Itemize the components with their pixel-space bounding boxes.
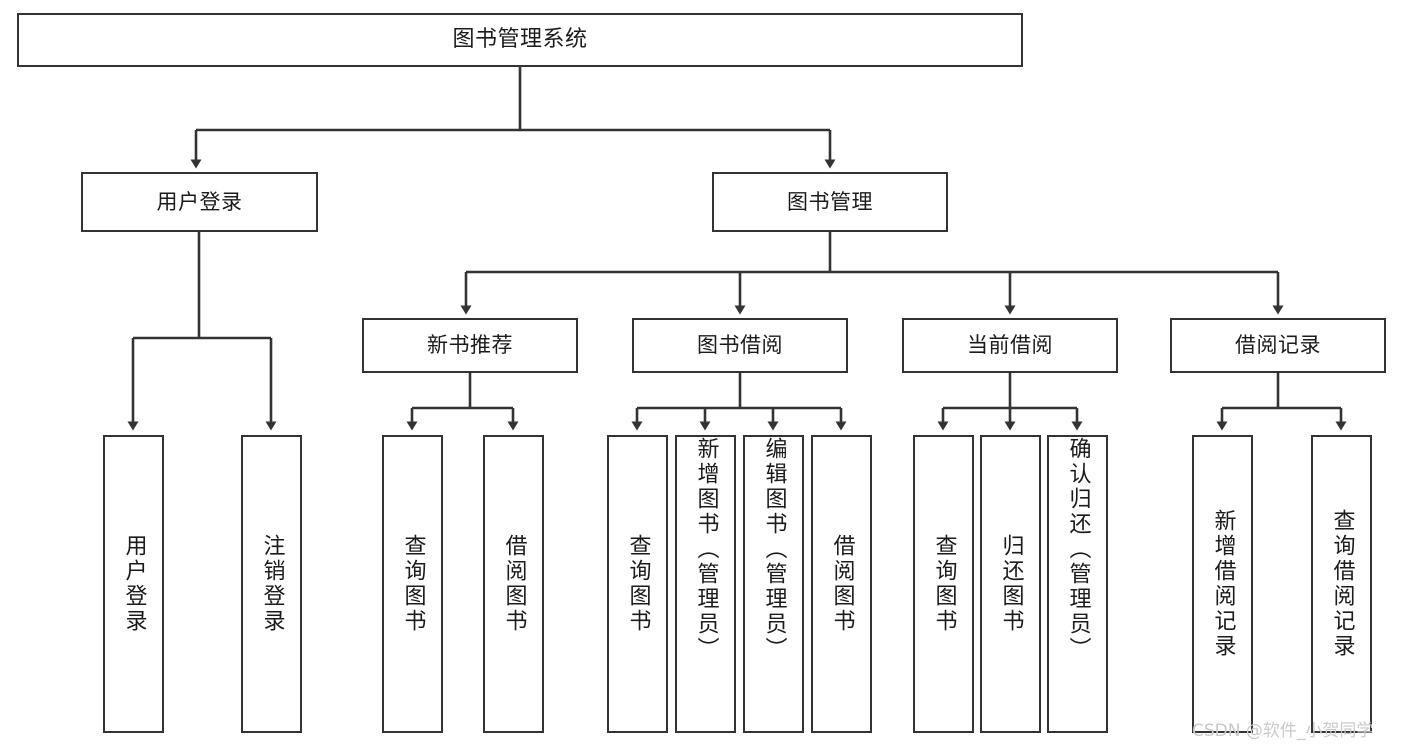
- node-label: 借阅图书: [501, 534, 527, 634]
- leaf-query-book-recommend[interactable]: 查询图书: [382, 435, 443, 733]
- leaf-borrow-book[interactable]: 借阅图书: [811, 435, 872, 733]
- leaf-user-logout[interactable]: 注销登录: [241, 435, 302, 733]
- leaf-edit-book-admin[interactable]: 编辑图书（管理员）: [743, 435, 804, 733]
- node-book-management[interactable]: 图书管理: [712, 172, 948, 232]
- leaf-user-login[interactable]: 用户登录: [103, 435, 164, 733]
- watermark: CSDN @软件_小贺同学: [1192, 721, 1374, 741]
- node-label: 查询借阅记录: [1329, 509, 1355, 659]
- leaf-query-borrow-record[interactable]: 查询借阅记录: [1311, 435, 1372, 733]
- node-current-borrow[interactable]: 当前借阅: [902, 318, 1118, 373]
- node-root-book-management-system[interactable]: 图书管理系统: [17, 13, 1023, 67]
- leaf-borrow-book-recommend[interactable]: 借阅图书: [483, 435, 544, 733]
- node-label: 图书借阅: [697, 333, 783, 358]
- leaf-return-book[interactable]: 归还图书: [980, 435, 1041, 733]
- node-user-login[interactable]: 用户登录: [81, 172, 318, 232]
- node-label: 新增图书（管理员）: [693, 437, 719, 662]
- node-label: 用户登录: [156, 189, 243, 214]
- node-new-book-recommend[interactable]: 新书推荐: [362, 318, 578, 373]
- node-label: 借阅记录: [1235, 333, 1321, 358]
- node-book-borrow[interactable]: 图书借阅: [632, 318, 848, 373]
- node-borrow-record[interactable]: 借阅记录: [1170, 318, 1386, 373]
- leaf-add-book-admin[interactable]: 新增图书（管理员）: [675, 435, 736, 733]
- node-label: 新书推荐: [427, 333, 513, 358]
- node-label: 编辑图书（管理员）: [761, 437, 787, 662]
- leaf-confirm-return-admin[interactable]: 确认归还（管理员）: [1047, 435, 1108, 733]
- node-label: 图书管理系统: [452, 27, 588, 53]
- node-label: 当前借阅: [967, 333, 1053, 358]
- node-label: 新增借阅记录: [1210, 509, 1236, 659]
- node-label: 确认归还（管理员）: [1065, 437, 1091, 662]
- leaf-query-book-current[interactable]: 查询图书: [913, 435, 974, 733]
- leaf-query-book-borrow[interactable]: 查询图书: [607, 435, 668, 733]
- node-label: 查询图书: [931, 534, 957, 634]
- node-label: 查询图书: [625, 534, 651, 634]
- node-label: 查询图书: [400, 534, 426, 634]
- leaf-add-borrow-record[interactable]: 新增借阅记录: [1192, 435, 1253, 733]
- node-label: 用户登录: [121, 534, 147, 634]
- node-label: 注销登录: [259, 534, 285, 634]
- node-label: 借阅图书: [829, 534, 855, 634]
- node-label: 归还图书: [998, 534, 1024, 634]
- node-label: 图书管理: [787, 189, 873, 214]
